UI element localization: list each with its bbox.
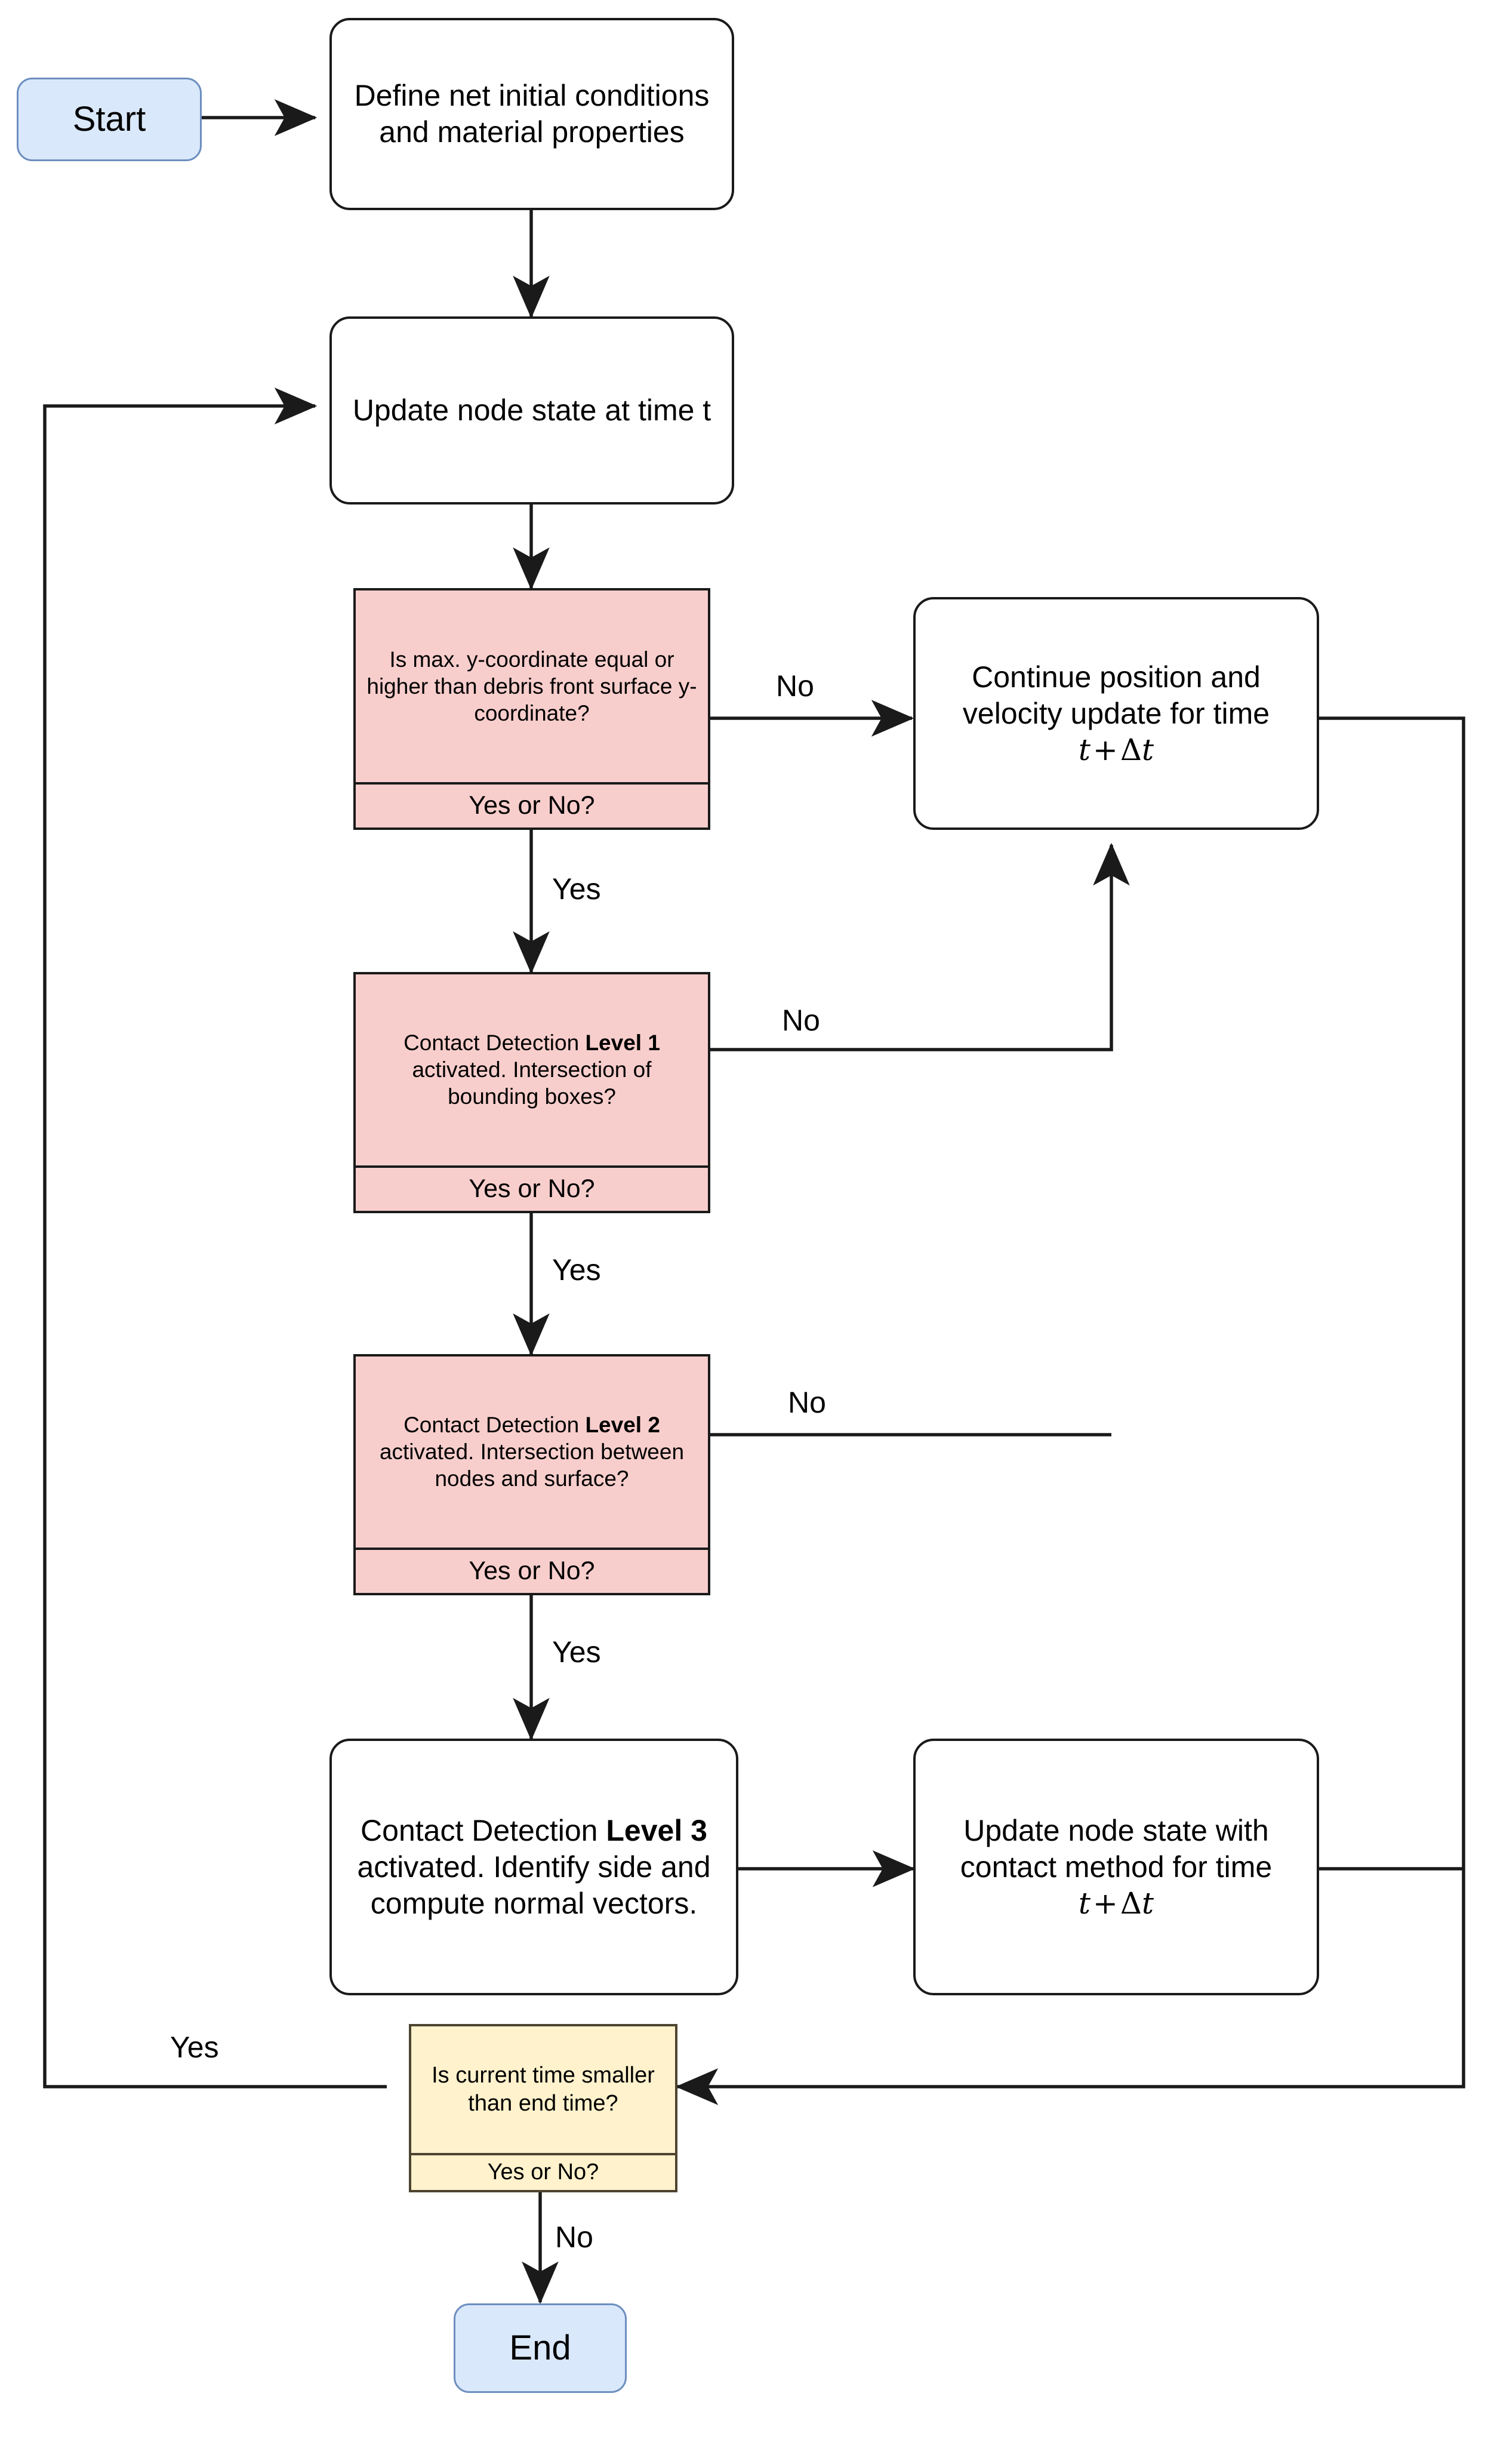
decision-time-question: Is current time smaller than end time? — [432, 2063, 655, 2116]
update-contact-method-line1: Update node state with — [963, 1813, 1269, 1847]
edge-label-level2-yes: Yes — [552, 1635, 601, 1669]
node-end[interactable]: End — [454, 2303, 627, 2393]
edge-label-time-no: No — [555, 2220, 593, 2254]
decision-level2-answer: Yes or No? — [356, 1547, 708, 1593]
edge-label-level1-no: No — [782, 1004, 820, 1037]
edge-label-ycoord-no: No — [776, 669, 814, 703]
node-define-conditions[interactable]: Define net initial conditions and materi… — [329, 18, 734, 210]
update-contact-method-formula: t+Δt — [1078, 1885, 1154, 1921]
node-decision-level1[interactable]: Contact Detection Level 1 activated. Int… — [353, 972, 710, 1213]
update-contact-method-line2: contact method for time — [960, 1850, 1273, 1884]
node-start-label: Start — [72, 99, 146, 139]
edge-label-ycoord-yes: Yes — [552, 872, 601, 906]
node-define-conditions-label: Define net initial conditions and materi… — [354, 79, 710, 149]
decision-level1-question: Contact Detection Level 1 activated. Int… — [403, 1030, 660, 1109]
decision-ycoordinate-answer: Yes or No? — [356, 782, 708, 828]
node-decision-ycoordinate[interactable]: Is max. y-coordinate equal or higher tha… — [353, 588, 710, 830]
node-decision-level2[interactable]: Contact Detection Level 2 activated. Int… — [353, 1354, 710, 1595]
decision-ycoordinate-question: Is max. y-coordinate equal or higher tha… — [366, 647, 697, 725]
edge-label-level2-no: No — [788, 1386, 826, 1419]
continue-update-formula: t+Δt — [1078, 732, 1154, 767]
node-continue-update[interactable]: Continue position and velocity update fo… — [913, 597, 1319, 830]
continue-update-line1: Continue position and — [972, 660, 1261, 694]
decision-time-answer: Yes or No? — [411, 2152, 675, 2190]
node-end-label: End — [509, 2328, 571, 2367]
edge-label-level1-yes: Yes — [552, 1253, 601, 1287]
node-level3-process[interactable]: Contact Detection Level 3 activated. Ide… — [329, 1739, 738, 1995]
node-update-node-state[interactable]: Update node state at time t — [329, 316, 734, 505]
decision-level2-question: Contact Detection Level 2 activated. Int… — [379, 1413, 685, 1491]
edge-level1-no-to-continue — [710, 842, 1130, 1051]
node-decision-time[interactable]: Is current time smaller than end time? Y… — [409, 2024, 677, 2192]
edge-label-time-yes: Yes — [170, 2031, 219, 2064]
node-start[interactable]: Start — [17, 78, 202, 161]
node-update-contact-method[interactable]: Update node state with contact method fo… — [913, 1739, 1319, 1995]
continue-update-line2: velocity update for time — [962, 696, 1270, 730]
level3-process-text: Contact Detection Level 3 activated. Ide… — [357, 1813, 711, 1920]
node-update-node-state-label: Update node state at time t — [352, 393, 711, 427]
decision-level1-answer: Yes or No? — [356, 1165, 708, 1211]
